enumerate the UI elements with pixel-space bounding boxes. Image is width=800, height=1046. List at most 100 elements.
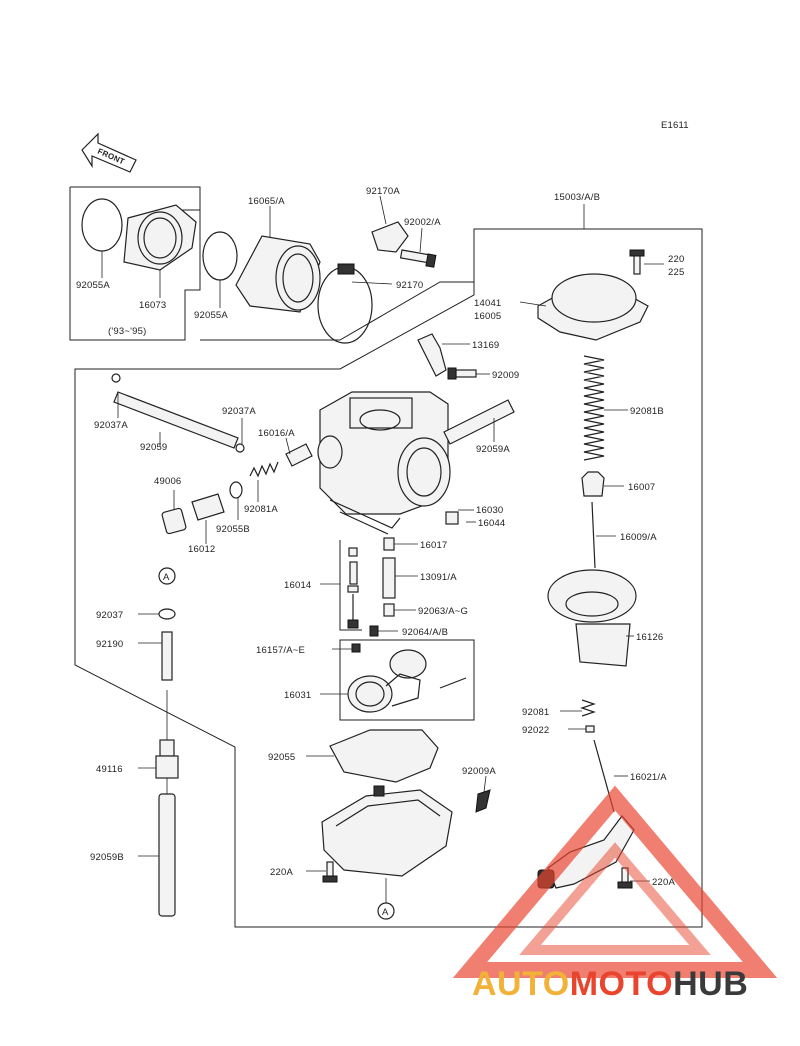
callout-13091A: 13091/A [420, 572, 457, 583]
callout-92081B: 92081B [630, 406, 664, 417]
intake-holder [235, 235, 321, 313]
fitting-49116 [155, 739, 179, 779]
jet-group-bracket [339, 540, 362, 631]
needle-holder [581, 471, 605, 497]
callout-92009: 92009 [492, 370, 519, 381]
drain-screw [475, 789, 491, 813]
callout-16021A: 16021/A [630, 772, 667, 783]
callout-16012: 16012 [188, 544, 215, 555]
callout-92055B: 92055B [216, 524, 250, 535]
callout-220A-left: 220A [270, 867, 293, 878]
watermark-part2: MOTO [570, 965, 673, 1003]
float-frame [339, 639, 475, 721]
callout-92170A: 92170A [366, 186, 400, 197]
callout-92170: 92170 [396, 280, 423, 291]
callout-16017: 16017 [420, 540, 447, 551]
reference-marker-top [158, 567, 176, 585]
callout-16030: 16030 [476, 505, 503, 516]
vacuum-piston-diaphragm [547, 569, 637, 667]
callout-92063AG: 92063/A~G [418, 606, 468, 617]
callout-16016A: 16016/A [258, 428, 295, 439]
clamp-screw [337, 263, 355, 275]
bracket-screw-92009 [447, 367, 477, 380]
vent-hose-left [113, 391, 239, 449]
vacuum-piston-spring [583, 355, 605, 461]
watermark-triangle-icon [452, 785, 778, 978]
callout-92055: 92055 [268, 752, 295, 763]
hose-clip-92037 [158, 608, 176, 620]
starter-plunger [191, 493, 225, 521]
needle-jet-set [347, 547, 359, 629]
callout-225: 225 [668, 267, 684, 278]
callout-92059: 92059 [140, 442, 167, 453]
watermark-logo [452, 785, 778, 978]
choke-cap [161, 507, 187, 535]
carburetor-assembly-frame [74, 228, 703, 928]
main-jet-set [369, 537, 396, 637]
callout-13169: 13169 [472, 340, 499, 351]
callout-16009A: 16009/A [620, 532, 657, 543]
bowl-screw-left [322, 861, 338, 883]
hose-clip-left [111, 373, 121, 383]
callout-16007: 16007 [628, 482, 655, 493]
callout-220A-right: 220A [652, 877, 675, 888]
float-bowl [321, 785, 453, 877]
callout-92081: 92081 [522, 707, 549, 718]
reference-marker-top-label: A [163, 572, 170, 583]
callout-16065A: 16065/A [248, 196, 285, 207]
callout-92009A: 92009A [462, 766, 496, 777]
carburetor-holder-plate [123, 204, 197, 271]
callout-49116: 49116 [96, 764, 123, 775]
jet-needle [591, 501, 596, 569]
callout-220: 220 [668, 254, 684, 265]
reference-marker-bottom-label: A [382, 907, 389, 918]
throttle-stop-spring [580, 699, 596, 717]
callout-16073: 16073 [139, 300, 166, 311]
float-pin-holder [445, 511, 459, 525]
float [347, 649, 467, 713]
watermark-part1: AUTO [472, 965, 570, 1003]
diagram-code: E1611 [661, 120, 689, 131]
year-note: ('93~'95) [108, 326, 146, 337]
carburetor-body [317, 391, 451, 535]
drain-hose-92059B [158, 793, 176, 917]
leader-lines [101, 195, 664, 882]
callout-49006: 49006 [154, 476, 181, 487]
pilot-jet [351, 643, 361, 653]
callout-92064AB: 92064/A/B [402, 627, 448, 638]
callout-92002A: 92002/A [404, 217, 441, 228]
callout-15003AB: 15003/A/B [554, 192, 600, 203]
watermark-part3: HUB [673, 965, 748, 1003]
watermark-text: AUTOMOTOHUB [472, 965, 748, 1003]
o-ring-left [81, 198, 123, 252]
callout-92059A: 92059A [476, 444, 510, 455]
intake-clamp [317, 266, 373, 344]
o-ring-middle [202, 231, 238, 281]
front-arrow-icon: FRONT [81, 132, 137, 173]
clamp-bracket [371, 221, 409, 253]
callout-16005: 16005 [474, 311, 501, 322]
throttle-bracket [417, 333, 447, 377]
overflow-hose-92190 [161, 631, 173, 681]
callout-92081A: 92081A [244, 504, 278, 515]
throttle-stop-washer [585, 725, 595, 733]
bracket-screw [399, 249, 437, 268]
pilot-screw [285, 443, 313, 467]
callout-16014: 16014 [284, 580, 311, 591]
callout-92055A-left: 92055A [76, 280, 110, 291]
callout-92055A-mid: 92055A [194, 310, 228, 321]
callout-14041: 14041 [474, 298, 501, 309]
top-cover-screw [629, 249, 645, 275]
pilot-o-ring [229, 481, 243, 499]
callout-16126: 16126 [636, 632, 663, 643]
callout-92059B: 92059B [90, 852, 124, 863]
callout-92190: 92190 [96, 639, 123, 650]
callout-92037A-mid: 92037A [222, 406, 256, 417]
carburetor-top-cover [537, 273, 649, 341]
callout-16157AE: 16157/A~E [256, 645, 305, 656]
callout-92022: 92022 [522, 725, 549, 736]
callout-16031: 16031 [284, 690, 311, 701]
callout-16044: 16044 [478, 518, 505, 529]
vent-hose-right [443, 399, 515, 445]
